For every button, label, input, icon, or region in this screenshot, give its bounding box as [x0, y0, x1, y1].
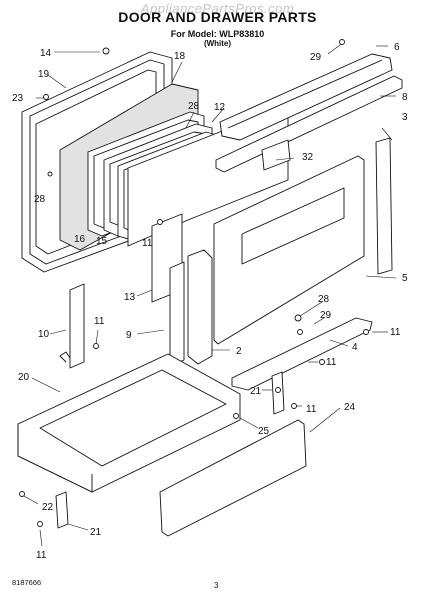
callout-11-top: 11	[142, 238, 153, 249]
watermark-text: AppliancePartsPros.com	[140, 1, 295, 16]
callout-15: 15	[96, 236, 108, 247]
callout-3: 3	[402, 112, 408, 123]
drawer-glide-left	[59, 283, 85, 369]
door-handle	[215, 75, 403, 173]
callout-5: 5	[402, 273, 408, 284]
callout-23: 23	[12, 93, 24, 104]
callout-28-left: 28	[34, 194, 46, 205]
callout-16: 16	[74, 234, 86, 245]
callout-9: 9	[126, 330, 132, 341]
door-top-trim	[219, 53, 393, 141]
right-door-channel	[375, 137, 393, 275]
drawer-glide-right	[271, 371, 285, 415]
rear-support	[231, 317, 373, 391]
callout-28-lower: 28	[318, 294, 330, 305]
callout-29-lower: 29	[320, 310, 332, 321]
callout-29-top: 29	[310, 52, 322, 63]
callout-11-bottom: 11	[36, 550, 47, 561]
callout-2: 2	[236, 346, 242, 357]
drawer-glide-lower	[55, 491, 69, 529]
callout-18: 18	[174, 51, 186, 62]
color-line: (White)	[203, 39, 232, 48]
callout-labels: 14 19 23 18 28 12 16 15 28 11 29 6 8 3 3…	[12, 42, 408, 561]
callout-32: 32	[302, 152, 314, 163]
outer-door-panel	[213, 155, 365, 345]
callout-6: 6	[394, 42, 400, 53]
callout-19: 19	[38, 69, 50, 80]
callout-22: 22	[42, 502, 54, 513]
callout-11-mid: 11	[326, 357, 337, 368]
callout-13: 13	[124, 292, 136, 303]
left-door-channel	[169, 261, 185, 367]
callout-8: 8	[402, 92, 408, 103]
callout-25: 25	[258, 426, 270, 437]
callout-24: 24	[344, 402, 356, 413]
callout-28: 28	[188, 101, 200, 112]
door-side-channel	[187, 249, 213, 365]
callout-11-lower: 11	[306, 404, 317, 415]
drawer-body	[17, 353, 241, 493]
callout-12: 12	[214, 102, 226, 113]
footer-page-number: 3	[214, 581, 219, 590]
callout-14: 14	[40, 48, 52, 59]
callout-4: 4	[352, 342, 358, 353]
screws	[19, 39, 369, 527]
callout-20: 20	[18, 372, 30, 383]
callout-21-lower: 21	[90, 527, 102, 538]
callout-11-right: 11	[390, 327, 401, 338]
leader-lines	[23, 41, 397, 547]
callout-11-glide: 11	[94, 316, 105, 327]
callout-21-right: 21	[250, 386, 262, 397]
model-line: For Model: WLP83810	[170, 29, 265, 39]
drawer-front-panel	[159, 419, 307, 537]
callout-10: 10	[38, 329, 50, 340]
bracket-32	[261, 139, 291, 171]
footer-part-number: 8187666	[12, 578, 42, 587]
diagram-title: DOOR AND DRAWER PARTS	[118, 9, 317, 25]
